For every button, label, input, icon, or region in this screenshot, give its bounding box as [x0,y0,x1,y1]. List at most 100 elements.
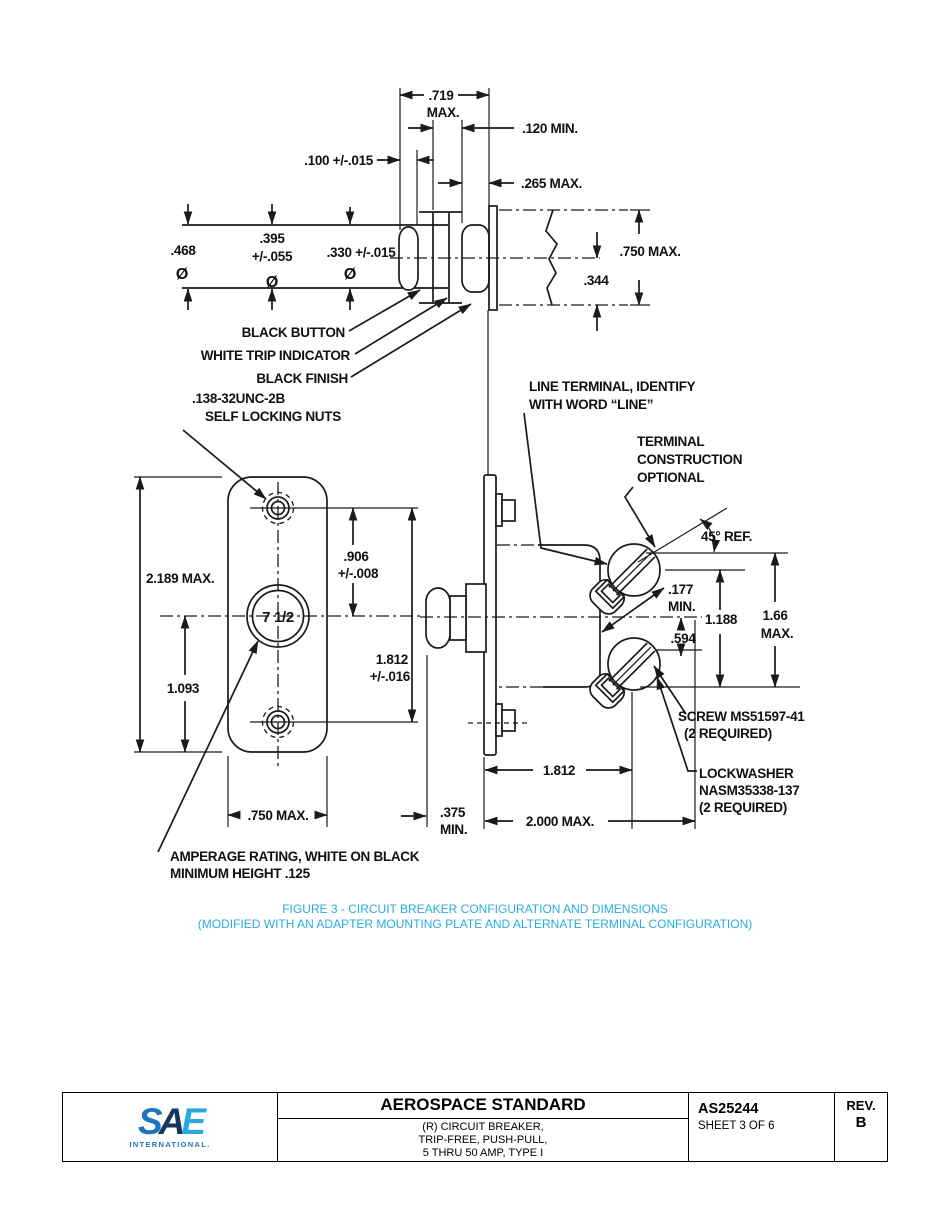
terminal-lower [589,637,661,709]
mounting-stud [495,703,503,737]
break-line [545,209,559,306]
leader-line [348,289,421,332]
dim-375-label: MIN. [440,822,467,837]
figure-caption-line1: FIGURE 3 - CIRCUIT BREAKER CONFIGURATION… [282,902,668,916]
line-terminal-label: LINE TERMINAL, IDENTIFY [529,379,696,394]
leader-line [523,412,608,566]
dim-719-label: .719 [428,88,453,103]
screw-label: (2 REQUIRED) [684,726,772,741]
button-cap [425,587,451,649]
document-number: AS25244 [698,1101,759,1117]
mounting-hole [266,710,290,734]
mounting-hole [266,496,290,520]
terminal-construction-label: TERMINAL [637,434,704,449]
center-hole [246,584,310,648]
diameter-symbol: Ø [176,266,188,283]
screw-slot [608,548,648,588]
terminal-construction-label: CONSTRUCTION [637,452,742,467]
dim-166-label: 1.66 [762,608,788,623]
screw-slot [616,650,656,690]
sae-logo-subtext: INTERNATIONAL. [129,1139,211,1149]
diameter-symbol: Ø [266,274,278,291]
dim-177-label: .177 [668,582,693,597]
mounting-hole-nut [261,491,295,525]
leader-line [182,429,267,500]
dim-344-label: .344 [583,273,609,288]
amperage-marking: 7 1/2 [262,609,294,626]
revision-value: B [855,1114,867,1131]
black-button-label: BLACK BUTTON [242,325,345,340]
technical-drawing: .719 MAX. .120 MIN. .100 +/-.015 .265 MA… [134,88,806,881]
dim-1188-label: 1.188 [705,612,738,627]
line-terminal-label: WITH WORD “LINE” [529,397,653,412]
dim-177-label: MIN. [668,599,695,614]
black-finish-label: BLACK FINISH [256,371,348,386]
dim-120-label: .120 MIN. [522,121,578,136]
angle-arc [699,518,721,553]
diameter-symbol: Ø [344,266,356,283]
dim-1093-label: 1.093 [167,681,200,696]
figure-caption-line2: (MODIFIED WITH AN ADAPTER MOUNTING PLATE… [197,917,753,931]
leader-line [354,297,448,355]
dia-395-label: +/-.055 [252,249,293,264]
document-subtitle-line1: (R) CIRCUIT BREAKER, [422,1121,544,1133]
dim-1812-label: +/-.016 [370,669,411,684]
dia-330-label: .330 +/-.015 [327,245,397,260]
dim-line [601,587,665,633]
dim-719-label: MAX. [427,105,460,120]
amperage-rating-label: AMPERAGE RATING, WHITE ON BLACK [170,849,420,864]
terminal-construction-label: OPTIONAL [637,470,704,485]
leader-line [157,640,259,853]
mounting-stud [495,493,503,527]
dim-265-label: .265 MAX. [521,176,582,191]
sae-logo-letter-s: S [137,1100,163,1142]
screw-label: SCREW MS51597-41 [678,709,805,724]
leader-line [623,486,656,548]
figure-caption: FIGURE 3 - CIRCUIT BREAKER CONFIGURATION… [0,902,950,932]
dim-750-plate-label: .750 MAX. [247,808,308,823]
dim-45-label: 45° REF. [701,529,752,544]
leader-line [653,665,687,715]
white-trip-indicator-label: WHITE TRIP INDICATOR [201,348,351,363]
dim-166-label: MAX. [761,626,794,641]
leader-line [656,676,697,772]
document-subtitle-line2: TRIP-FREE, PUSH-PULL, [418,1133,548,1146]
locking-nuts-label: SELF LOCKING NUTS [205,409,341,424]
button-flange [465,583,487,653]
mounting-hole [270,714,286,730]
revision-label: REV. [846,1098,876,1113]
mounting-hole [270,500,286,516]
dim-2189-label: 2.189 MAX. [146,571,214,586]
angle-ref-line [637,507,728,563]
document-number-cell: AS25244 SHEET 3 OF 6 [689,1093,834,1161]
screw-slot [612,646,652,686]
screw-slot [608,642,648,682]
dim-2000-label: 2.000 MAX. [526,814,594,829]
dia-468-label: .468 [170,243,196,258]
amperage-rating-label: MINIMUM HEIGHT .125 [170,866,311,881]
lockwasher-label: (2 REQUIRED) [699,800,787,815]
lockwasher-label: NASM35338-137 [699,783,799,798]
sae-logo-letters: SAE [138,1103,206,1140]
center-hole [251,589,305,643]
sae-logo-letter-e: E [181,1100,206,1142]
dia-395-label: .395 [259,231,285,246]
sheet-number: SHEET 3 OF 6 [698,1120,775,1132]
dim-1812-label: 1.812 [376,652,408,667]
title-block-center: AEROSPACE STANDARD (R) CIRCUIT BREAKER, … [277,1093,689,1161]
sae-logo-letter-a: A [158,1100,186,1142]
dim-100-label: .100 +/-.015 [304,153,374,168]
leader-line [350,303,472,378]
locking-nut [501,709,516,732]
dim-906-label: .906 [343,549,369,564]
title-block: SAE INTERNATIONAL. AEROSPACE STANDARD (R… [62,1092,888,1162]
lockwasher-label: LOCKWASHER [699,766,794,781]
sae-logo: SAE INTERNATIONAL. [63,1093,277,1161]
document-subtitle-line3: 5 THRU 50 AMP, TYPE I [422,1146,544,1159]
document-type-title: AEROSPACE STANDARD [380,1095,586,1114]
dim-375-label: .375 [440,805,466,820]
dim-906-label: +/-.008 [338,566,379,581]
mounting-hole-nut [261,705,295,739]
body-outline [538,544,601,688]
